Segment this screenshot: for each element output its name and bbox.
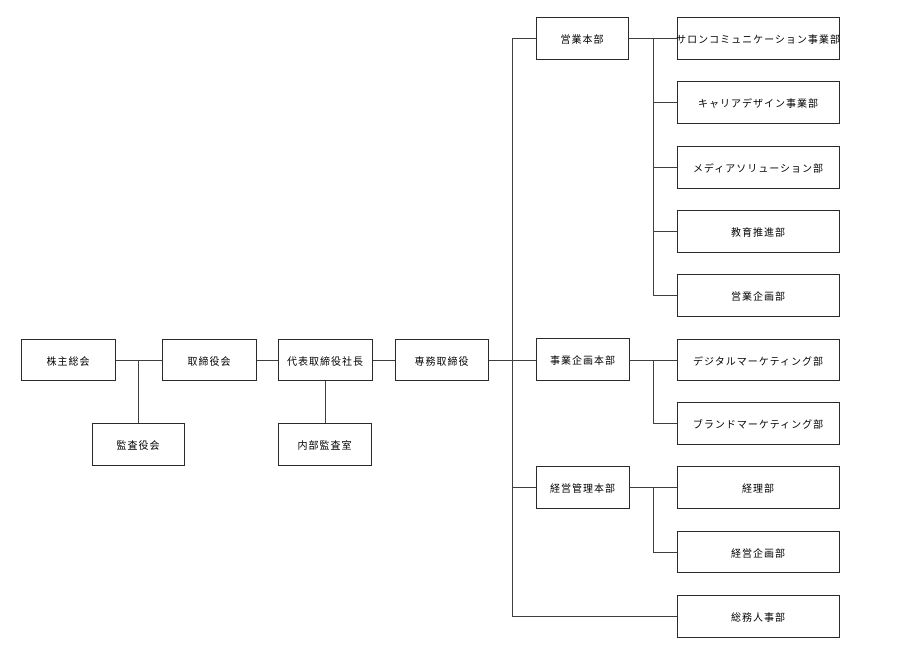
connector-to-media-solution: [653, 167, 677, 168]
org-node-accounting-dept: 経理部: [677, 466, 840, 509]
org-node-corporate-planning-dept-label: 経営企画部: [731, 548, 786, 560]
org-node-sales-hq-label: 営業本部: [560, 35, 605, 46]
org-node-shareholders-meeting-label: 株主総会: [46, 356, 91, 368]
connector-main-trunk: [512, 38, 513, 617]
org-node-management-admin-hq-label: 経営管理本部: [550, 484, 616, 495]
org-node-salon-communication-div: サロンコミュニケーション事業部: [676, 17, 841, 60]
org-node-media-solution-dept: メディアソリューション部: [677, 146, 840, 189]
org-node-media-solution-dept-label: メディアソリューション部: [692, 164, 825, 175]
org-node-board-of-directors: 取締役会: [162, 339, 257, 381]
org-node-audit-board: 監査役会: [92, 423, 185, 466]
org-node-salon-communication-div-label: サロンコミュニケーション事業部: [676, 35, 841, 46]
connector-to-brand-marketing: [653, 423, 677, 424]
connector-board-to-president: [257, 360, 278, 361]
connector-management-hq-to-accounting: [630, 487, 677, 488]
connector-to-internal-audit-office: [325, 381, 326, 423]
connector-sales-hq-to-salon-communication: [629, 38, 677, 39]
org-node-career-design-div-label: キャリアデザイン事業部: [698, 99, 819, 110]
org-node-sales-hq: 営業本部: [536, 17, 629, 60]
org-node-business-planning-hq: 事業企画本部: [536, 338, 630, 381]
org-node-general-affairs-hr-dept: 総務人事部: [677, 595, 840, 638]
org-node-business-planning-hq-label: 事業企画本部: [550, 356, 616, 367]
org-node-accounting-dept-label: 経理部: [742, 484, 775, 495]
connector-to-sales-planning: [653, 295, 677, 296]
org-node-education-promotion-dept: 教育推進部: [677, 210, 840, 253]
org-node-education-promotion-dept-label: 教育推進部: [731, 228, 786, 239]
org-node-senior-managing-director: 専務取締役: [395, 339, 489, 381]
org-node-shareholders-meeting: 株主総会: [21, 339, 116, 381]
connector-senior-director-to-business-planning-hq: [489, 360, 537, 361]
connector-president-to-senior-director: [373, 360, 395, 361]
org-node-representative-director-label: 代表取締役社長: [287, 356, 364, 368]
connector-business-planning-subtrunk: [653, 360, 654, 424]
org-node-board-of-directors-label: 取締役会: [187, 356, 232, 368]
org-node-senior-managing-director-label: 専務取締役: [414, 356, 470, 368]
connector-to-corporate-planning: [653, 552, 677, 553]
connector-to-education-promotion: [653, 231, 677, 232]
org-node-management-admin-hq: 経営管理本部: [536, 466, 630, 509]
connector-management-subtrunk: [653, 487, 654, 553]
org-node-internal-audit-office-label: 内部監査室: [297, 441, 353, 452]
org-node-general-affairs-hr-dept-label: 総務人事部: [731, 613, 786, 624]
org-node-representative-director: 代表取締役社長: [278, 339, 373, 381]
connector-trunk-to-management-hq: [512, 487, 536, 488]
org-node-career-design-div: キャリアデザイン事業部: [677, 81, 840, 124]
org-node-sales-planning-dept: 営業企画部: [677, 274, 840, 317]
org-node-brand-marketing-dept: ブランドマーケティング部: [677, 402, 840, 445]
org-node-sales-planning-dept-label: 営業企画部: [731, 292, 786, 303]
org-node-corporate-planning-dept: 経営企画部: [677, 531, 840, 573]
connector-to-career-design: [653, 102, 677, 103]
org-node-digital-marketing-dept: デジタルマーケティング部: [677, 339, 840, 381]
org-node-brand-marketing-dept-label: ブランドマーケティング部: [692, 420, 825, 431]
connector-trunk-to-general-affairs-hr: [512, 616, 677, 617]
connector-business-planning-hq-to-digital-marketing: [630, 360, 677, 361]
connector-shareholders-to-board: [116, 360, 162, 361]
org-node-internal-audit-office: 内部監査室: [278, 423, 372, 466]
connector-trunk-to-sales-hq: [512, 38, 536, 39]
connector-to-audit-board: [138, 360, 139, 423]
org-node-audit-board-label: 監査役会: [116, 441, 161, 452]
org-node-digital-marketing-dept-label: デジタルマーケティング部: [693, 356, 824, 368]
